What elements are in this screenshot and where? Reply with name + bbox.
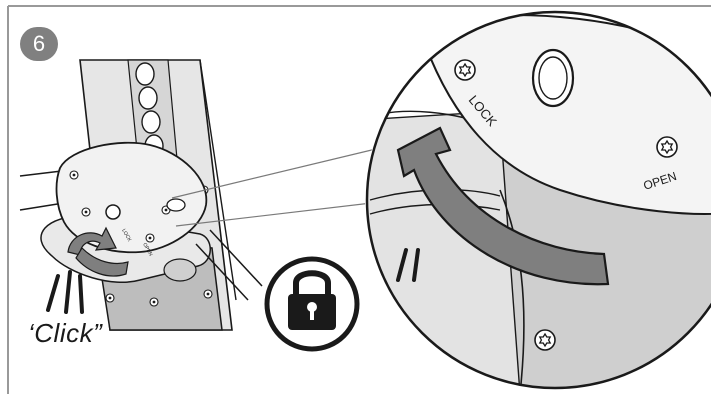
- padlock-icon: [267, 259, 357, 349]
- click-sound-lines-icon: [48, 272, 82, 312]
- zoom-detail: LOCK OPEN: [360, 10, 711, 394]
- step-number-badge: 6: [20, 27, 58, 61]
- click-sound-label: ‘Click”: [28, 318, 102, 349]
